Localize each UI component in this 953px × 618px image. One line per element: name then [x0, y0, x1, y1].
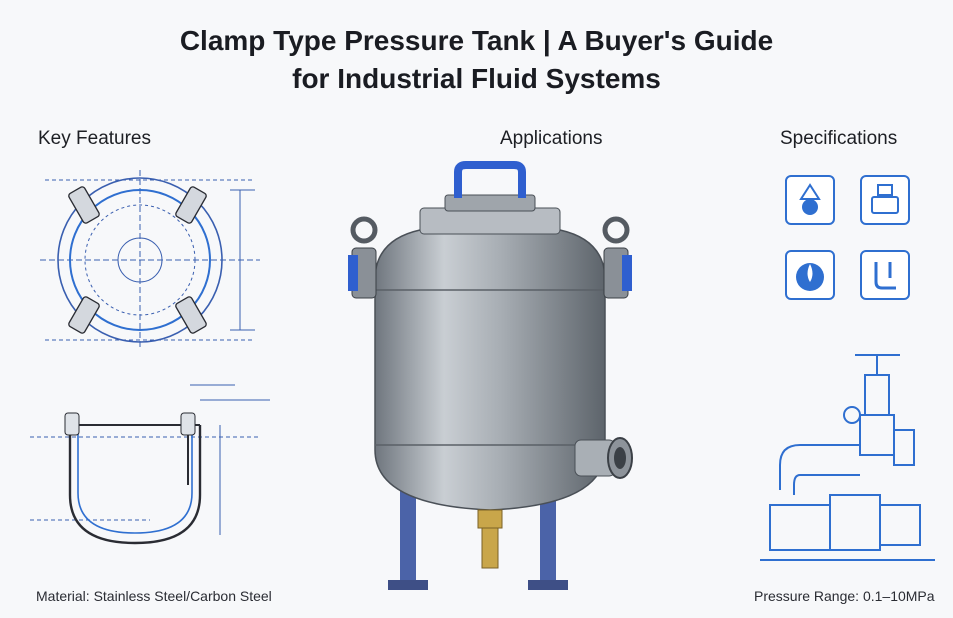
water-drop-icon [785, 250, 835, 300]
tank-fill-icon [785, 175, 835, 225]
title-line-1: Clamp Type Pressure Tank | A Buyer's Gui… [179, 25, 774, 56]
page-title: Clamp Type Pressure Tank | A Buyer's Gui… [0, 22, 953, 98]
bottom-drain [477, 509, 503, 529]
side-view-blueprint [30, 384, 270, 545]
pipe-fitting-icon [860, 250, 910, 300]
pressure-range-spec: Pressure Range: 0.1–10MPa [754, 588, 935, 604]
specifications-heading: Specifications [780, 128, 898, 149]
pump-valve-drawing [760, 354, 935, 561]
title-line-2: for Industrial Fluid Systems [292, 63, 661, 94]
tank-leg [400, 470, 416, 588]
applications-heading: Applications [500, 128, 603, 149]
valve-icon [860, 175, 910, 225]
top-view-blueprint [40, 170, 260, 350]
material-spec: Material: Stainless Steel/Carbon Steel [36, 588, 272, 604]
pressure-tank-illustration [348, 161, 633, 590]
key-features-heading: Key Features [38, 128, 151, 149]
